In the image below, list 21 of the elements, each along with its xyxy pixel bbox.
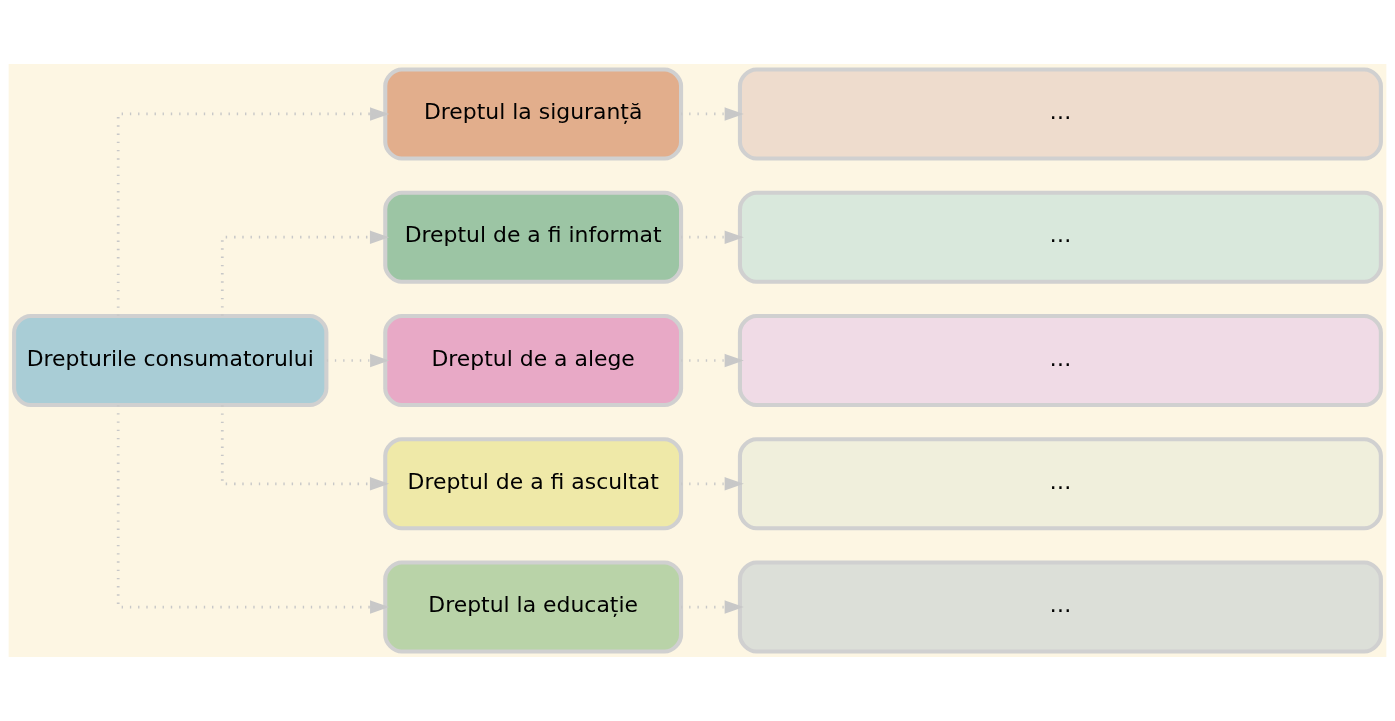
node-box: … [737, 437, 1383, 531]
node-box: Dreptul de a fi informat [383, 190, 684, 284]
arrow [681, 477, 744, 491]
node-box: Dreptul de a alege [383, 313, 684, 408]
arrow [681, 107, 744, 121]
node-box: Dreptul la educație [383, 560, 684, 654]
node-box: Drepturile consumatorului [12, 313, 329, 408]
arrow [681, 353, 744, 368]
node-box: Dreptul la siguranță [383, 67, 684, 161]
arrow [220, 230, 390, 316]
arrow [681, 230, 744, 244]
arrow [116, 405, 390, 614]
arrow [326, 353, 390, 368]
arrow [116, 107, 390, 316]
node-box: … [737, 560, 1383, 654]
node-box: Dreptul de a fi ascultat [383, 437, 684, 531]
node-box: … [737, 67, 1383, 161]
node-box: … [737, 190, 1383, 284]
arrow [681, 600, 744, 614]
node-box: … [737, 313, 1383, 408]
arrow [220, 405, 390, 491]
